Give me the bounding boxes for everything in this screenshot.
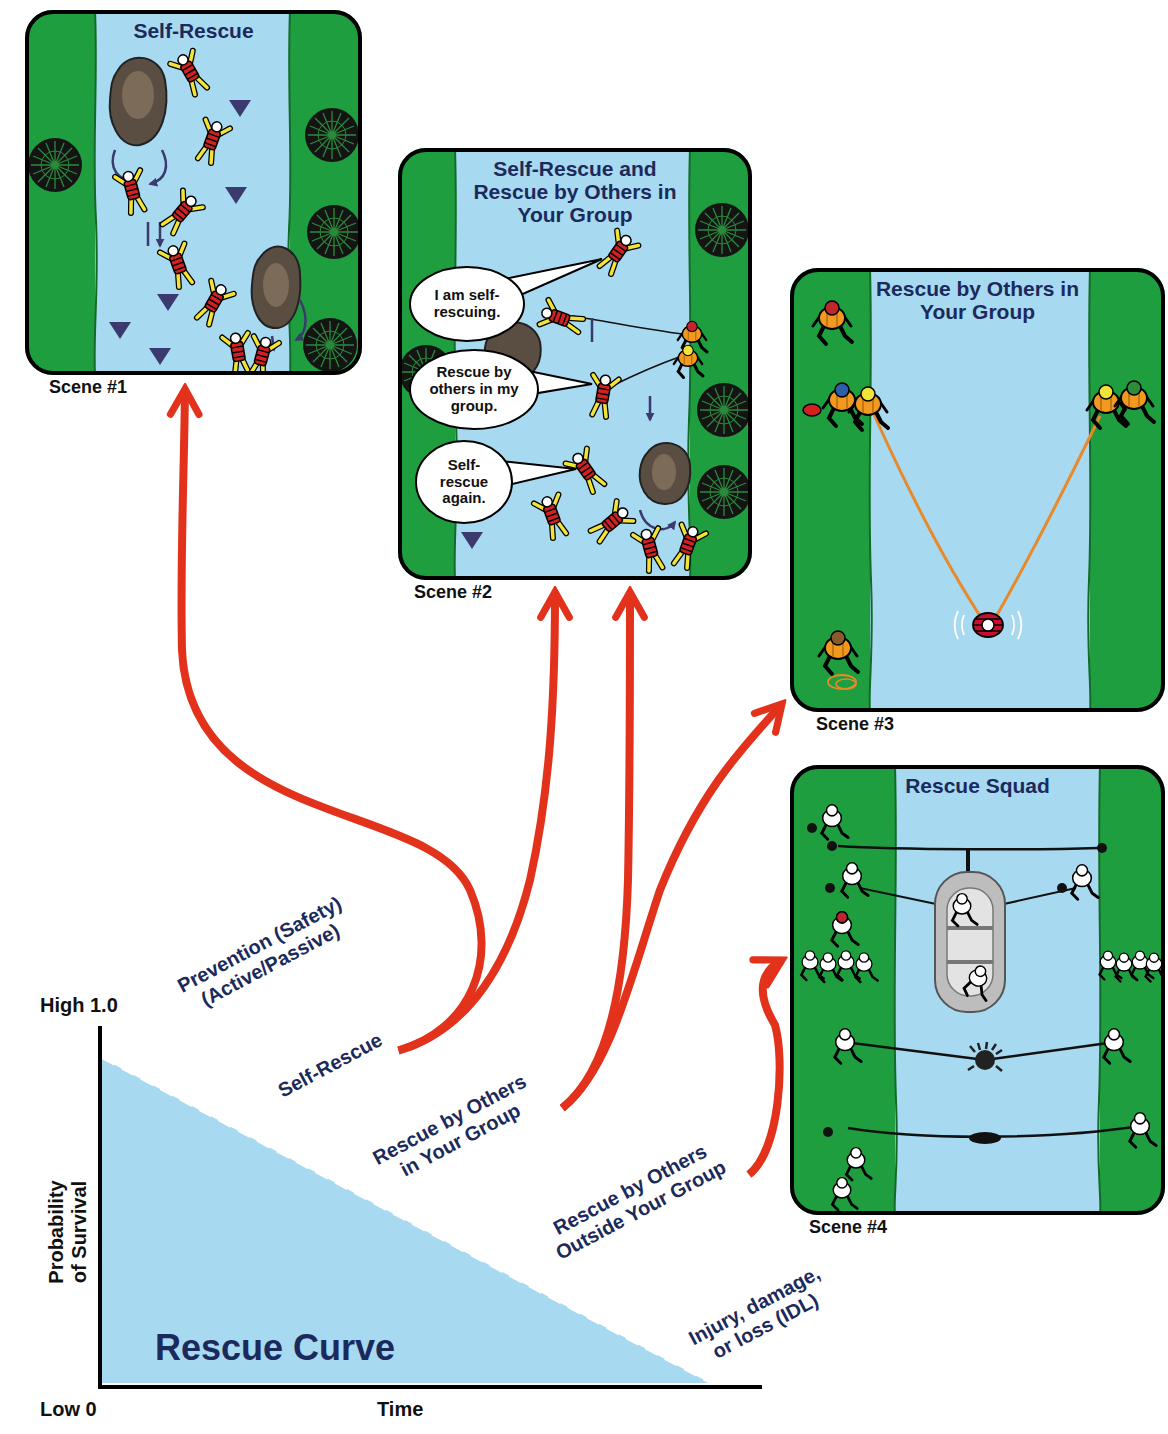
flow-arrow (399, 592, 556, 1051)
bubble-text-wrap: Self-rescue again. (414, 439, 514, 525)
chart-label-wrap: High 1.0 (40, 994, 118, 1017)
scene-title: Self-Rescue (133, 19, 253, 42)
bubble-ellipse (410, 350, 538, 429)
scene-title-wrap: Rescue by Others in Your Group (794, 277, 1161, 323)
curve-title-wrap: Rescue Curve (155, 1327, 395, 1369)
flow-arrow (562, 704, 782, 1108)
bubble-text-wrap: I am self-rescuing. (408, 265, 526, 343)
scene-caption-wrap: Scene #1 (49, 377, 127, 398)
chart-label: Low 0 (40, 1398, 97, 1421)
stage-label-text: Rescue by Others in Your Group (360, 1065, 549, 1195)
scene-title-wrap: Self-Rescue (29, 19, 358, 42)
chart-axes (100, 1026, 762, 1387)
scene-1-art (25, 10, 362, 375)
stage-label: Self-Rescue (274, 1028, 386, 1102)
scene-caption: Scene #3 (816, 714, 894, 734)
scene-caption-wrap: Scene #3 (816, 714, 894, 735)
scene-panel: Rescue SquadScene #4 (790, 765, 1165, 1215)
scene-panel: Rescue by Others in Your GroupScene #3 (790, 268, 1165, 712)
stage-label-text: Rescue by Others Outside Your Group (534, 1132, 737, 1269)
scene-panel: Self-RescueScene #1 (25, 10, 362, 375)
stage-label: Rescue by Others Outside Your Group (534, 1132, 737, 1269)
scene-title: Rescue Squad (905, 774, 1050, 797)
flow-arrow (749, 960, 782, 1175)
chart-label: Probability of Survival (45, 1171, 91, 1293)
bubble-text-wrap: Rescue by others in my group. (408, 348, 540, 431)
scene-title-wrap: Self-Rescue and Rescue by Others in Your… (402, 157, 748, 226)
scene-3-art (790, 268, 1165, 712)
chart-label: Time (377, 1398, 423, 1421)
chart-label-wrap: Low 0 (40, 1398, 97, 1421)
stage-label-text: Self-Rescue (274, 1028, 386, 1102)
bubble-ellipse (410, 267, 524, 341)
chart-label: High 1.0 (40, 994, 118, 1017)
scene-panel: Self-Rescue and Rescue by Others in Your… (398, 148, 752, 580)
speech-bubble: Rescue by others in my group. (408, 348, 540, 431)
chart-label-wrap: Probability of Survival (45, 1171, 91, 1293)
bubble-ellipse (416, 441, 512, 523)
chart-label-wrap: Time (377, 1398, 423, 1421)
speech-bubble: I am self-rescuing. (408, 265, 526, 343)
scene-4-art (790, 765, 1165, 1215)
scene-title: Rescue by Others in Your Group (858, 277, 1098, 323)
scene-caption: Scene #1 (49, 377, 127, 397)
scene-caption-wrap: Scene #2 (414, 582, 492, 603)
chart-label-wrap: Injury, damage, or loss (IDL) (682, 1260, 838, 1372)
chart-label: Prevention (Safety) (Active/Passive) (166, 888, 364, 1023)
flow-arrow (562, 592, 630, 1108)
scene-title: Self-Rescue and Rescue by Others in Your… (468, 157, 683, 226)
chart-label-wrap: Prevention (Safety) (Active/Passive) (166, 888, 364, 1023)
bubble-text: I am self-rescuing. (424, 287, 511, 321)
stage-label: Rescue by Others in Your Group (360, 1065, 549, 1195)
scene-caption: Scene #2 (414, 582, 492, 602)
scene-title-wrap: Rescue Squad (794, 774, 1161, 797)
scene-caption: Scene #4 (809, 1217, 887, 1237)
chart-label: Injury, damage, or loss (IDL) (682, 1260, 838, 1372)
bubble-text: Rescue by others in my group. (425, 364, 523, 414)
scene-2-art (398, 148, 752, 580)
bubble-text: Self-rescue again. (427, 457, 501, 507)
speech-bubble: Self-rescue again. (414, 439, 514, 525)
scene-caption-wrap: Scene #4 (809, 1217, 887, 1238)
curve-title: Rescue Curve (155, 1327, 395, 1368)
